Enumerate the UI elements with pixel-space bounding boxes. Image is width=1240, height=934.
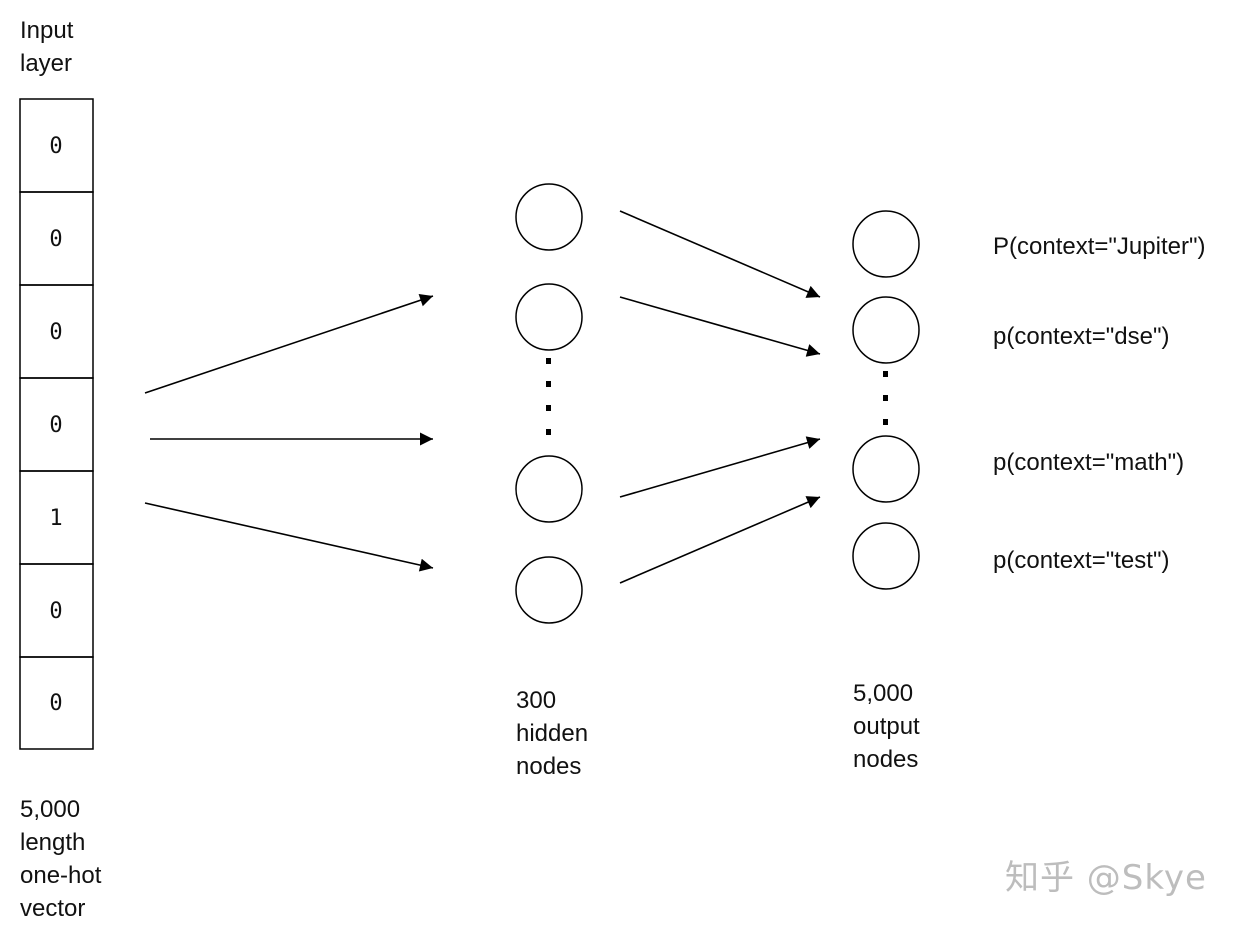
input-vector-caption: 5,000 length one-hot vector (20, 796, 102, 922)
arrow (619, 296, 821, 357)
input-arrows (144, 293, 434, 572)
vector-cell-value: 0 (49, 134, 62, 159)
output-node (852, 296, 920, 364)
output-label-test: p(context="test") (993, 547, 1170, 574)
output-layer (852, 210, 920, 590)
arrow (144, 502, 434, 572)
one-hot-vector: 0 0 0 0 1 0 0 (19, 98, 94, 750)
hidden-node (515, 455, 583, 523)
output-node (852, 435, 920, 503)
output-label-dse: p(context="dse") (993, 323, 1170, 350)
hidden-node (515, 283, 583, 351)
vector-cell: 0 (19, 191, 94, 286)
hidden-ellipsis-dots (546, 358, 551, 435)
output-arrows (619, 210, 821, 584)
output-label-math: p(context="math") (993, 449, 1185, 476)
vector-cell-value: 1 (49, 506, 62, 531)
arrow (619, 210, 821, 298)
vector-cell-value: 0 (49, 599, 62, 624)
output-node (852, 522, 920, 590)
vector-cell: 0 (19, 284, 94, 379)
output-node (852, 210, 920, 278)
vector-cell-value: 0 (49, 413, 62, 438)
vector-cell: 0 (19, 98, 94, 193)
vector-cell-value: 0 (49, 320, 62, 345)
arrow (144, 293, 434, 394)
output-ellipsis-dots (883, 371, 888, 425)
vector-cell: 0 (19, 377, 94, 472)
vector-cell: 0 (19, 563, 94, 658)
arrow (619, 496, 821, 584)
watermark: 知乎 @Skye (1005, 858, 1207, 898)
hidden-layer (515, 183, 583, 624)
vector-cell-value: 0 (49, 691, 62, 716)
vector-cell: 0 (19, 656, 94, 750)
hidden-node (515, 556, 583, 624)
hidden-node (515, 183, 583, 251)
hidden-layer-caption: 300 hidden nodes (516, 687, 589, 780)
input-layer-title: Input layer (20, 17, 74, 77)
output-layer-caption: 5,000 output nodes (853, 680, 920, 773)
output-label-jupiter: P(context="Jupiter") (993, 233, 1206, 260)
arrow (619, 436, 821, 498)
vector-cell-value: 0 (49, 227, 62, 252)
vector-cell: 1 (19, 470, 94, 565)
